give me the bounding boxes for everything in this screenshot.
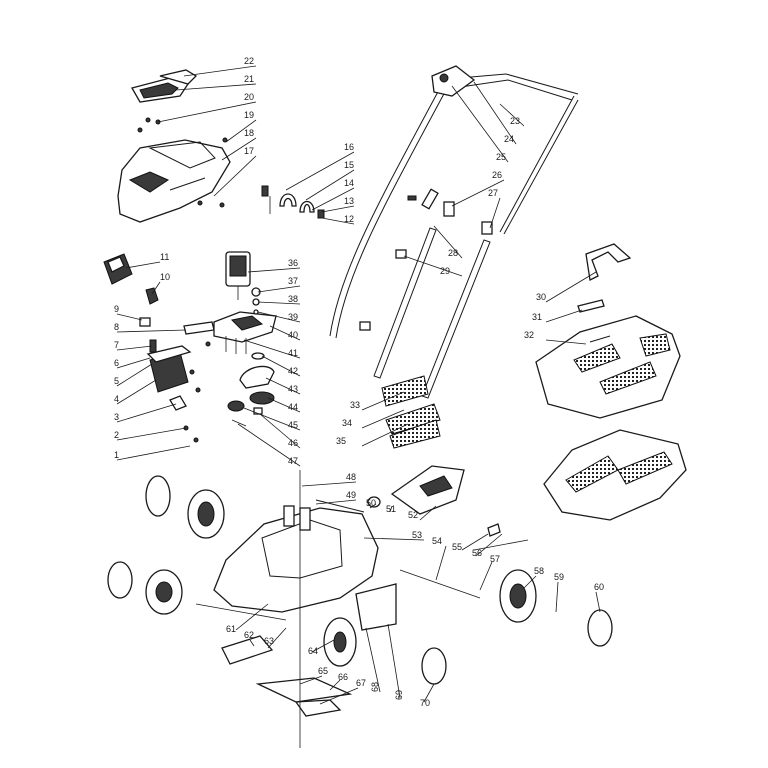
battery-key [145, 287, 159, 305]
callout-5: 5 [114, 376, 119, 386]
callout-70: 70 [420, 698, 430, 708]
callout-27: 27 [488, 188, 498, 198]
callout-20: 20 [244, 92, 254, 102]
mower-deck [213, 499, 379, 613]
callout-14: 14 [344, 178, 354, 188]
callout-42: 42 [288, 366, 298, 376]
callout-3: 3 [114, 412, 119, 422]
grass-box-top [535, 315, 681, 419]
callout-49: 49 [346, 490, 356, 500]
callout-7: 7 [114, 340, 119, 350]
callout-11: 11 [160, 252, 169, 262]
callout-35: 35 [336, 436, 346, 446]
callout-12: 12 [344, 214, 354, 224]
grass-box-handle [577, 243, 632, 313]
callout-65: 65 [318, 666, 328, 676]
handle-lower [373, 227, 491, 399]
callout-58: 58 [534, 566, 544, 576]
callout-1: 1 [114, 450, 119, 460]
switch-box-parts [139, 317, 215, 443]
callout-60: 60 [594, 582, 604, 592]
callout-44: 44 [288, 402, 298, 412]
callout-54: 54 [432, 536, 442, 546]
callout-24: 24 [504, 134, 514, 144]
callout-6: 6 [114, 358, 119, 368]
callout-66: 66 [338, 672, 348, 682]
callout-18: 18 [244, 128, 254, 138]
battery-cover-lid [131, 69, 198, 103]
callout-41: 41 [288, 348, 298, 358]
callout-64: 64 [308, 646, 318, 656]
motor-bracket [213, 287, 277, 354]
switch-parts [261, 185, 325, 219]
callout-50: 50 [366, 498, 376, 508]
callout-38: 38 [288, 294, 298, 304]
callout-69: 69 [394, 690, 404, 700]
cable-clips [359, 188, 493, 331]
callout-19: 19 [244, 110, 254, 120]
callout-51: 51 [386, 504, 396, 514]
callout-37: 37 [288, 276, 298, 286]
callout-68: 68 [370, 682, 380, 692]
callout-34: 34 [342, 418, 352, 428]
callout-55: 55 [452, 542, 462, 552]
callout-52: 52 [408, 510, 418, 520]
callout-9: 9 [114, 304, 119, 314]
battery-pack [103, 253, 133, 285]
callout-13: 13 [344, 196, 354, 206]
callout-45: 45 [288, 420, 298, 430]
rear-flap-and-blade [195, 470, 397, 748]
callout-16: 16 [344, 142, 354, 152]
handle-labels [381, 375, 441, 449]
callout-22: 22 [244, 56, 254, 66]
callout-39: 39 [288, 312, 298, 322]
cover-screws [137, 117, 228, 208]
callout-25: 25 [496, 152, 506, 162]
callout-48: 48 [346, 472, 356, 482]
motor [225, 251, 251, 300]
handle-knob [431, 65, 476, 97]
callout-32: 32 [524, 330, 534, 340]
callout-8: 8 [114, 322, 119, 332]
callout-46: 46 [288, 438, 298, 448]
right-wheels [323, 569, 613, 685]
callout-28: 28 [448, 248, 458, 258]
callout-4: 4 [114, 394, 119, 404]
callout-10: 10 [160, 272, 170, 282]
left-wheels [107, 475, 225, 615]
motor-cover [117, 139, 231, 223]
callout-21: 21 [244, 74, 254, 84]
callout-43: 43 [288, 384, 298, 394]
callout-47: 47 [288, 456, 298, 466]
callout-numbers: 1 2 3 4 5 6 7 8 9 10 11 12 13 14 15 16 1… [114, 56, 604, 708]
callout-36: 36 [288, 258, 298, 268]
grass-box-bottom [543, 429, 687, 521]
callout-62: 62 [244, 630, 254, 640]
callout-26: 26 [492, 170, 502, 180]
height-adjust-parts [367, 465, 529, 599]
callout-30: 30 [536, 292, 546, 302]
callout-2: 2 [114, 430, 119, 440]
handle-upper [329, 73, 579, 339]
callout-56: 56 [472, 548, 482, 558]
callout-33: 33 [350, 400, 360, 410]
gear-and-fan [227, 352, 275, 427]
callout-15: 15 [344, 160, 354, 170]
callout-53: 53 [412, 530, 422, 540]
callout-67: 67 [356, 678, 366, 688]
callout-40: 40 [288, 330, 298, 340]
callout-61: 61 [226, 624, 236, 634]
callout-57: 57 [490, 554, 500, 564]
callout-23: 23 [510, 116, 520, 126]
callout-29: 29 [440, 266, 450, 276]
callout-63: 63 [264, 636, 274, 646]
callout-17: 17 [244, 146, 254, 156]
callout-leaders [116, 65, 601, 705]
callout-31: 31 [532, 312, 542, 322]
callout-59: 59 [554, 572, 564, 582]
